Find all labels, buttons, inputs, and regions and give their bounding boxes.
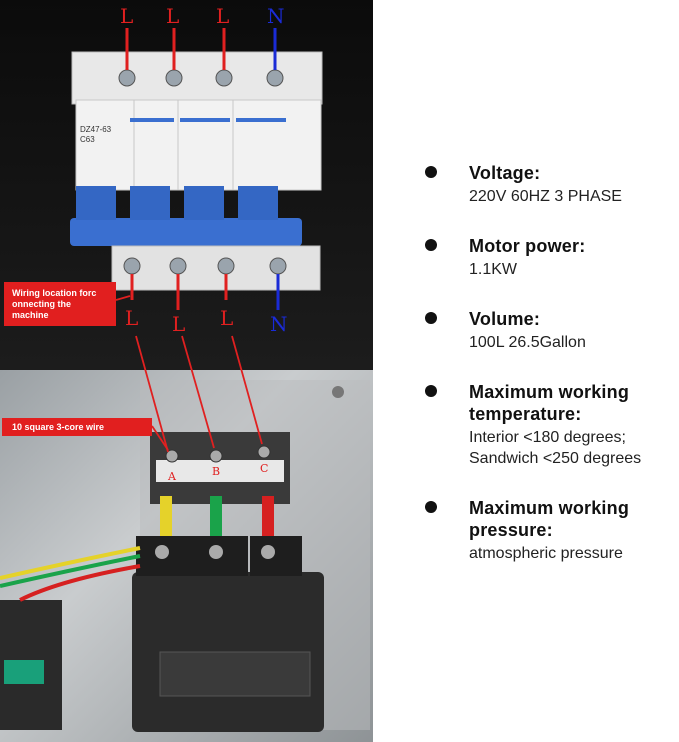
breaker-top-label-4: N bbox=[267, 4, 285, 28]
breaker-model-text: DZ47-63 bbox=[80, 125, 112, 134]
spec-label: Motor power: bbox=[469, 236, 586, 256]
spec-label: Maximum working temperature: bbox=[469, 382, 630, 424]
circuit-breaker bbox=[70, 51, 323, 291]
product-photo: DZ47-63 C63 bbox=[0, 0, 373, 742]
spec-list: Voltage: 220V 60HZ 3 PHASE Motor power: … bbox=[425, 162, 679, 592]
spec-label: Maximum working pressure: bbox=[469, 498, 630, 540]
spec-value: 100L 26.5Gallon bbox=[469, 334, 586, 351]
spec-value: atmospheric pressure bbox=[469, 545, 623, 562]
breaker-bottom-label-2: L bbox=[172, 312, 186, 336]
spec-label: Voltage: bbox=[469, 163, 541, 183]
breaker-bottom-label-1: L bbox=[125, 306, 139, 330]
terminal-label-c: C bbox=[260, 462, 269, 475]
spec-item-max-temperature: Maximum working temperature: Interior <1… bbox=[425, 381, 679, 469]
wiring-illustration: DZ47-63 C63 bbox=[0, 28, 370, 732]
spec-item-max-pressure: Maximum working pressure: atmospheric pr… bbox=[425, 497, 679, 564]
terminal-label-b: B bbox=[212, 465, 221, 478]
spec-value: Sandwich <250 degrees bbox=[469, 450, 642, 467]
wire-spec-callout: 10 square 3-core wire bbox=[2, 418, 152, 436]
breaker-bottom-label-4: N bbox=[270, 312, 288, 336]
breaker-bottom-label-3: L bbox=[220, 306, 234, 330]
spec-item-volume: Volume: 100L 26.5Gallon bbox=[425, 308, 679, 353]
breaker-top-label-2: L bbox=[166, 4, 180, 28]
spec-item-motor-power: Motor power: 1.1KW bbox=[425, 235, 679, 280]
wiring-location-callout: Wiring location forc onnecting the machi… bbox=[4, 282, 116, 326]
bullet-icon bbox=[425, 501, 437, 513]
terminal-label-a: A bbox=[168, 470, 176, 483]
spec-value: 220V 60HZ 3 PHASE bbox=[469, 188, 622, 205]
breaker-wires bbox=[125, 28, 280, 310]
spec-value: 1.1KW bbox=[469, 261, 518, 278]
bullet-icon bbox=[425, 312, 437, 324]
annotation-arrows bbox=[115, 295, 263, 453]
spec-item-voltage: Voltage: 220V 60HZ 3 PHASE bbox=[425, 162, 679, 207]
bullet-icon bbox=[425, 239, 437, 251]
breaker-top-label-3: L bbox=[216, 4, 230, 28]
bullet-icon bbox=[425, 166, 437, 178]
contactor-panel bbox=[0, 380, 370, 732]
breaker-top-label-1: L bbox=[120, 4, 134, 28]
spec-value: Interior <180 degrees; bbox=[469, 429, 626, 446]
spec-label: Volume: bbox=[469, 309, 541, 329]
breaker-rating-text: C63 bbox=[80, 135, 95, 144]
bullet-icon bbox=[425, 385, 437, 397]
